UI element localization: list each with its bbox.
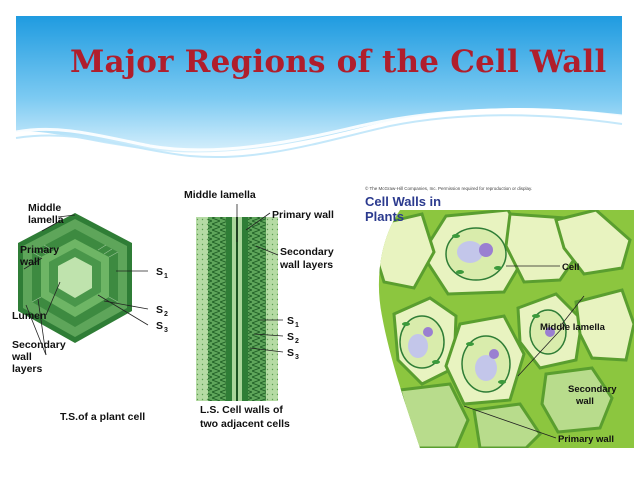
label-secondary-wall-line3: layers — [12, 363, 43, 375]
label-ls-s1: S — [287, 315, 294, 327]
label-secondary-wall-line1: Secondary — [12, 339, 66, 351]
label-s2: S — [156, 304, 163, 316]
label-s1-subscript: 1 — [164, 273, 168, 280]
label-ls-s2-subscript: 2 — [295, 338, 299, 345]
label-ls-s1-subscript: 1 — [295, 322, 299, 329]
label-primary-wall-line2: wall — [19, 256, 40, 268]
label-lumen: Lumen — [12, 310, 46, 322]
label-secondary-wall-line2: wall — [11, 351, 32, 363]
label-cell: Cell — [562, 262, 579, 273]
cell-walls-in-plants-figure: © The McGraw-Hill Companies, Inc. Permis… — [360, 184, 634, 448]
figure-title-line1: Cell Walls in — [365, 194, 441, 209]
label-s2-subscript: 2 — [164, 311, 168, 318]
label-secondary-wall-line2-3d: wall — [575, 396, 594, 407]
longitudinal-section-figure: Middle lamella Primary wall Secondary wa… — [180, 182, 360, 442]
label-primary-wall-line1: Primary — [20, 244, 59, 256]
label-ls-secondary-line2: wall layers — [279, 259, 333, 271]
header-wave-background — [0, 0, 638, 185]
label-ls-secondary-line1: Secondary — [280, 246, 334, 258]
caption-ls-line1: L.S. Cell walls of — [200, 404, 283, 416]
label-middle-lamella-3d: Middle lamella — [540, 322, 606, 333]
label-secondary-wall-line1-3d: Secondary — [568, 384, 617, 395]
label-ls-primary-wall: Primary wall — [272, 209, 334, 221]
label-s3: S — [156, 320, 163, 332]
label-ls-s3: S — [287, 347, 294, 359]
transverse-section-figure: Middle lamella Primary wall Lumen Second… — [8, 195, 180, 435]
label-s1: S — [156, 266, 163, 278]
caption-ls-line2: two adjacent cells — [200, 418, 290, 430]
figure-title-line2: Plants — [365, 209, 404, 224]
label-middle-lamella-line2: lamella — [28, 214, 64, 226]
label-s3-subscript: 3 — [164, 327, 168, 334]
slide-title: Major Regions of the Cell Wall — [70, 44, 607, 80]
label-middle-lamella-line1: Middle — [28, 202, 61, 214]
label-ls-s2: S — [287, 331, 294, 343]
label-ls-middle-lamella: Middle lamella — [184, 189, 256, 201]
copyright-notice: © The McGraw-Hill Companies, Inc. Permis… — [365, 185, 532, 191]
label-ls-s3-subscript: 3 — [295, 354, 299, 361]
caption-transverse-section: T.S.of a plant cell — [60, 411, 145, 423]
label-primary-wall-3d: Primary wall — [558, 434, 614, 445]
